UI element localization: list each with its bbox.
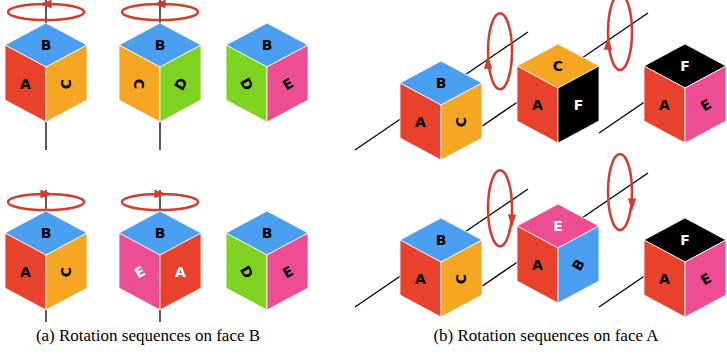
- rotation-arrowhead: [39, 0, 52, 8]
- rotation-arrowhead: [604, 37, 612, 50]
- rotation-loop: [8, 194, 84, 210]
- face-letter: E: [553, 219, 563, 233]
- cube-face: E: [267, 45, 308, 122]
- face-shape: [46, 45, 87, 122]
- face-shape: [558, 66, 599, 143]
- rotation-arrowhead: [153, 0, 166, 8]
- face-letter: C: [455, 273, 469, 283]
- face-shape: [160, 233, 201, 310]
- face-shape: [119, 45, 160, 122]
- rotation-arrowhead: [628, 198, 636, 211]
- cube-face: C: [46, 233, 87, 310]
- face-shape: [517, 226, 558, 303]
- rotation-loop: [122, 4, 198, 20]
- face-letter: A: [175, 265, 186, 279]
- face-letter: F: [680, 59, 690, 73]
- cube-face: D: [226, 233, 267, 310]
- cube-face: E: [267, 233, 308, 310]
- face-shape: [685, 66, 726, 143]
- face-shape: [46, 233, 87, 310]
- face-letter: C: [60, 266, 74, 276]
- face-shape: [226, 45, 267, 122]
- face-shape: [644, 240, 685, 317]
- face-letter: C: [553, 59, 563, 73]
- cube-face: E: [119, 233, 160, 310]
- cube-face: A: [400, 240, 441, 317]
- cube-face: A: [517, 66, 558, 143]
- cube-face: A: [644, 240, 685, 317]
- face-shape: [558, 226, 599, 303]
- face-letter: A: [659, 98, 670, 112]
- rotation-arrowhead: [508, 215, 516, 228]
- face-letter: B: [262, 38, 273, 52]
- cube-face: E: [685, 240, 726, 317]
- rotation-loop: [488, 170, 512, 246]
- face-shape: [267, 45, 308, 122]
- cube-face: D: [226, 45, 267, 122]
- subfigure-caption: (b) Rotation sequences on face A: [433, 326, 658, 346]
- face-shape: [5, 233, 46, 310]
- face-letter: A: [532, 258, 543, 272]
- face-shape: [441, 83, 482, 160]
- face-letter: B: [155, 38, 166, 52]
- face-shape: [267, 233, 308, 310]
- face-shape: [226, 233, 267, 310]
- rotation-arrowhead: [40, 190, 53, 198]
- rotation-arrowhead: [484, 56, 492, 69]
- cube-face: C: [441, 83, 482, 160]
- face-letter: C: [133, 78, 147, 88]
- cube-face: C: [441, 240, 482, 317]
- cube-face: E: [685, 66, 726, 143]
- cube-face: A: [5, 233, 46, 310]
- cube-face: A: [160, 233, 201, 310]
- rotation-loop: [122, 194, 198, 210]
- cube-face: A: [517, 226, 558, 303]
- rotation-loop: [608, 0, 632, 70]
- subfigure-caption: (a) Rotation sequences on face B: [36, 326, 260, 346]
- face-letter: A: [532, 98, 543, 112]
- face-letter: A: [20, 77, 31, 91]
- cube-face: C: [46, 45, 87, 122]
- cube-face: A: [5, 45, 46, 122]
- face-shape: [400, 240, 441, 317]
- face-letter: B: [262, 226, 273, 240]
- face-letter: B: [436, 76, 447, 90]
- face-shape: [119, 233, 160, 310]
- face-letter: C: [455, 116, 469, 126]
- face-letter: A: [659, 272, 670, 286]
- cube-face: A: [644, 66, 685, 143]
- face-shape: [400, 83, 441, 160]
- face-letter: C: [60, 78, 74, 88]
- face-letter: B: [436, 233, 447, 247]
- face-letter: B: [41, 226, 52, 240]
- rotation-loop: [488, 13, 512, 89]
- face-letter: F: [680, 233, 690, 247]
- cube-face: B: [558, 226, 599, 303]
- face-letter: B: [41, 38, 52, 52]
- face-shape: [160, 45, 201, 122]
- rotation-loop: [8, 4, 84, 20]
- rotation-loop: [608, 154, 632, 230]
- face-shape: [441, 240, 482, 317]
- face-shape: [685, 240, 726, 317]
- cube-face: A: [400, 83, 441, 160]
- cube-face: F: [558, 66, 599, 143]
- face-letter: A: [415, 115, 426, 129]
- face-letter: B: [155, 226, 166, 240]
- face-letter: F: [574, 98, 584, 112]
- cube-face: C: [119, 45, 160, 122]
- face-shape: [5, 45, 46, 122]
- face-shape: [644, 66, 685, 143]
- face-shape: [517, 66, 558, 143]
- rotation-arrowhead: [154, 190, 167, 198]
- face-letter: A: [415, 272, 426, 286]
- face-letter: A: [20, 265, 31, 279]
- cube-face: D: [160, 45, 201, 122]
